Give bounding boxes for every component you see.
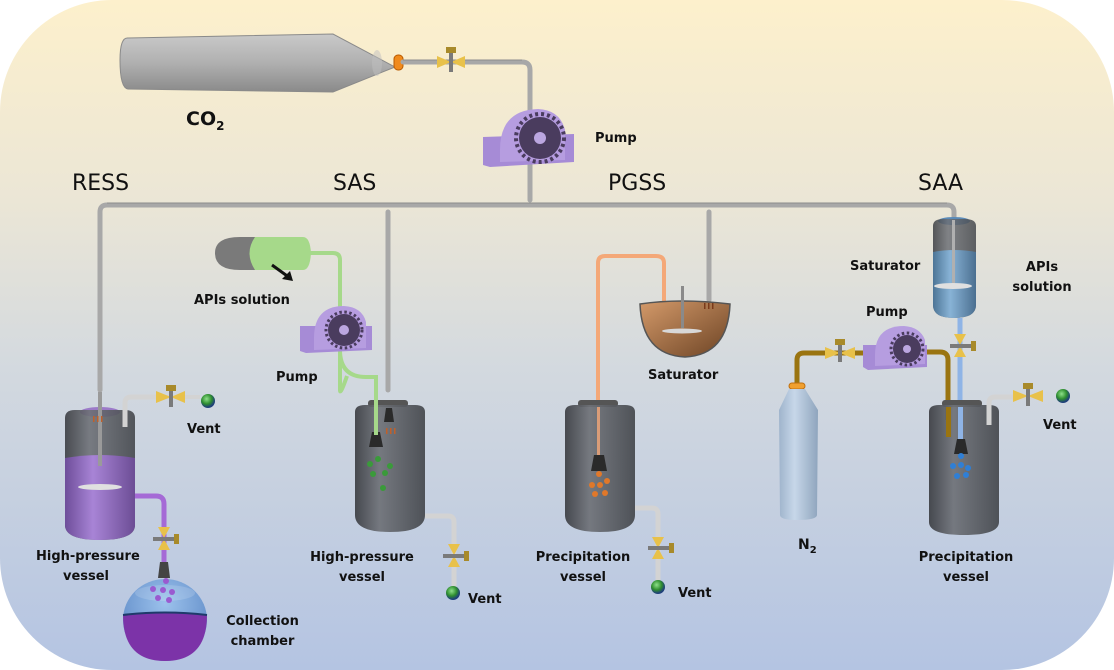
pgss-vent-label: Vent — [678, 586, 712, 601]
saa-precipitation-vessel — [929, 400, 999, 535]
saa-n2-label-main: N — [798, 537, 810, 553]
pgss-precipitation-vessel — [565, 400, 635, 532]
ress-vessel-label-line1: High-pressure — [36, 549, 140, 564]
saa-pump-icon[interactable] — [863, 326, 927, 370]
saa-apis-label-line1: APIs — [1025, 260, 1059, 275]
co2-pipeline — [97, 59, 957, 393]
pgss-vessel-label-line1: Precipitation — [535, 550, 631, 565]
sas-pump-icon[interactable] — [300, 306, 372, 353]
saa-vent-label: Vent — [1043, 418, 1077, 433]
ress-vessel-label: High-pressure vessel — [36, 547, 140, 587]
saa-particles — [950, 453, 971, 479]
sas-vent-icon — [446, 586, 460, 600]
sas-vent-pipe — [425, 513, 457, 590]
co2-valve-icon[interactable] — [437, 47, 465, 72]
saa-vessel-label-line1: Precipitation — [918, 550, 1014, 565]
sas-vent-valve-icon[interactable] — [443, 544, 469, 567]
sas-apis-label: APIs solution — [194, 293, 290, 308]
saa-saturator-label: Saturator — [850, 259, 921, 274]
ress-vent-pipe — [122, 394, 160, 427]
ress-collection-label-line1: Collection — [226, 614, 299, 629]
pgss-particles — [589, 471, 610, 497]
saa-n2-label-sub: 2 — [809, 544, 817, 556]
ress-particles — [150, 578, 175, 603]
main-pump-icon[interactable] — [483, 109, 574, 167]
co2-label-main: CO — [186, 108, 217, 130]
co2-label: CO2 — [186, 108, 224, 133]
section-label-pgss: PGSS — [608, 171, 667, 196]
section-label-saa: SAA — [918, 171, 964, 196]
sas-pump-label: Pump — [276, 370, 318, 385]
sas-vessel-label: High-pressure vessel — [307, 548, 417, 588]
saa-pump-label: Pump — [866, 305, 908, 320]
sas-solution-line — [338, 349, 378, 425]
section-label-sas: SAS — [333, 171, 377, 196]
pgss-saturator-label: Saturator — [648, 368, 719, 383]
ress-outlet-pipe — [135, 493, 167, 565]
pgss-vessel-label-line2: vessel — [559, 570, 607, 585]
pgss-orange-line — [596, 254, 666, 405]
saa-saturator-tank — [933, 217, 976, 318]
saa-n2-cylinder — [779, 382, 818, 520]
saa-vent-pipe — [986, 394, 1040, 425]
sas-vessel-label-line1: High-pressure — [310, 550, 414, 565]
saa-apis-label: APIs solution — [1012, 258, 1072, 298]
ress-collection-chamber — [122, 579, 208, 661]
saa-n2-line — [794, 350, 875, 386]
saa-solution-valve-icon[interactable] — [950, 334, 976, 357]
pgss-vent-valve-icon[interactable] — [648, 537, 674, 559]
saa-n2-valve-icon[interactable] — [825, 339, 855, 362]
ress-collection-label: Collection chamber — [225, 612, 300, 652]
ress-nozzle-icon — [158, 562, 170, 578]
ress-vent-label: Vent — [187, 422, 221, 437]
ress-collection-label-line2: chamber — [230, 634, 295, 649]
saa-apis-label-line2: solution — [1012, 280, 1072, 295]
ress-vent-valve-icon[interactable] — [156, 385, 185, 407]
main-pump-label: Pump — [595, 131, 637, 146]
sas-apis-solution-tank — [215, 237, 311, 270]
pgss-saturator-bowl — [639, 286, 731, 358]
ress-high-pressure-vessel — [65, 392, 135, 540]
sas-particles — [367, 456, 393, 491]
pgss-vessel-label: Precipitation vessel — [533, 548, 633, 588]
saa-vessel-label: Precipitation vessel — [916, 548, 1016, 588]
section-label-ress: RESS — [72, 171, 130, 196]
co2-cylinder — [119, 33, 404, 93]
ress-outlet-valve-icon[interactable] — [153, 527, 179, 550]
co2-label-sub: 2 — [216, 118, 225, 133]
ress-vessel-label-line2: vessel — [62, 569, 110, 584]
sas-vent-label: Vent — [468, 592, 502, 607]
pgss-vent-icon — [651, 580, 665, 594]
saa-vessel-label-line2: vessel — [942, 570, 990, 585]
ress-vent-icon — [201, 394, 215, 408]
sas-vessel-label-line2: vessel — [338, 570, 386, 585]
saa-vent-valve-icon[interactable] — [1013, 383, 1043, 406]
pgss-vent-pipe — [635, 505, 661, 580]
saa-n2-label: N2 — [798, 537, 817, 556]
saa-vent-icon — [1056, 389, 1070, 403]
